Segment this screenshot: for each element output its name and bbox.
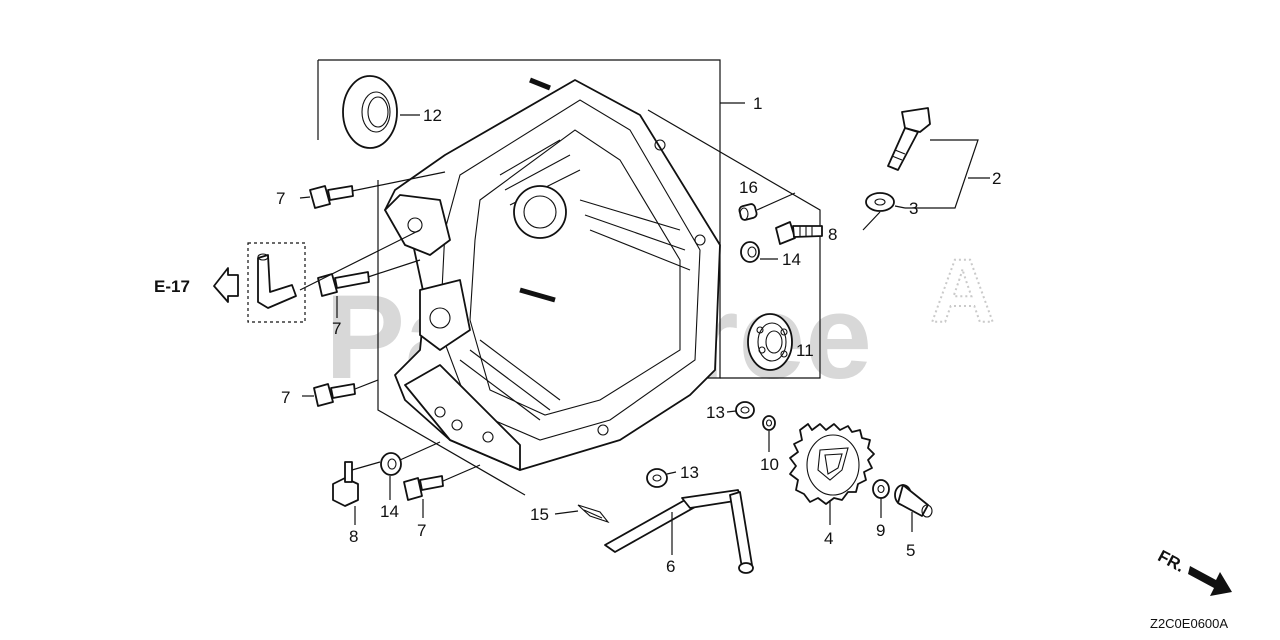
reference-label-e17[interactable]: E-17 (154, 277, 190, 296)
callout-11: 11 (796, 341, 814, 360)
governor-gear-4 (789, 423, 875, 505)
callout-7-d: 7 (417, 521, 426, 540)
front-label: FR. (1155, 546, 1188, 576)
leader-3b (862, 211, 881, 231)
callout-7-b: 7 (332, 319, 341, 338)
watermark-outline-mark: A (930, 242, 995, 342)
washer-14-upper (740, 241, 760, 263)
flange-bolt-7-b (317, 271, 370, 297)
flange-bolt-8-lower (332, 461, 359, 507)
bracket-2 (905, 139, 979, 209)
callout-12: 12 (423, 106, 442, 125)
callout-6: 6 (666, 557, 675, 576)
front-direction-indicator: FR. (1155, 546, 1232, 596)
oil-seal-12 (342, 75, 398, 149)
front-arrow-icon (1188, 566, 1232, 596)
flange-bolt-8-upper (775, 221, 823, 245)
leader-3 (894, 205, 906, 209)
callout-2: 2 (992, 169, 1001, 188)
callout-7-a: 7 (276, 189, 285, 208)
washer-13-lower (646, 468, 668, 488)
dipstick-2 (887, 107, 931, 171)
reference-arrow-icon (213, 267, 239, 303)
callout-14-b: 14 (380, 502, 399, 521)
breather-tube-box (247, 242, 306, 323)
callout-7-c: 7 (281, 388, 290, 407)
callout-8-b: 8 (349, 527, 358, 546)
flange-bolt-7-a (309, 185, 354, 209)
dowel-pin-16 (738, 203, 758, 221)
callout-4: 4 (824, 529, 833, 548)
callout-13-b: 13 (680, 463, 699, 482)
callout-9: 9 (876, 521, 885, 540)
flange-bolt-7-d (403, 475, 444, 501)
gear-shaft-5 (894, 484, 933, 518)
callout-14-a: 14 (782, 250, 801, 269)
washer-3 (865, 192, 895, 212)
callout-10: 10 (760, 455, 779, 474)
callout-3: 3 (909, 199, 918, 218)
callout-5: 5 (906, 541, 915, 560)
callout-1: 1 (753, 94, 762, 113)
flange-bolt-7-c (313, 383, 356, 407)
washer-14-lower (380, 452, 402, 476)
washer-13-upper (735, 401, 755, 419)
washer-9 (872, 479, 890, 499)
washer-10 (762, 415, 776, 431)
breather-tube (257, 253, 297, 309)
bracket-right (647, 109, 821, 379)
crankcase-cover (384, 77, 721, 471)
governor-arm-6 (604, 489, 754, 574)
callout-8-a: 8 (828, 225, 837, 244)
callout-16: 16 (739, 178, 758, 197)
callout-15: 15 (530, 505, 549, 524)
clip-15 (577, 504, 610, 524)
drawing-code: Z2C0E0600A (1150, 616, 1228, 631)
callout-13-a: 13 (706, 403, 725, 422)
ball-bearing-11 (747, 313, 793, 371)
